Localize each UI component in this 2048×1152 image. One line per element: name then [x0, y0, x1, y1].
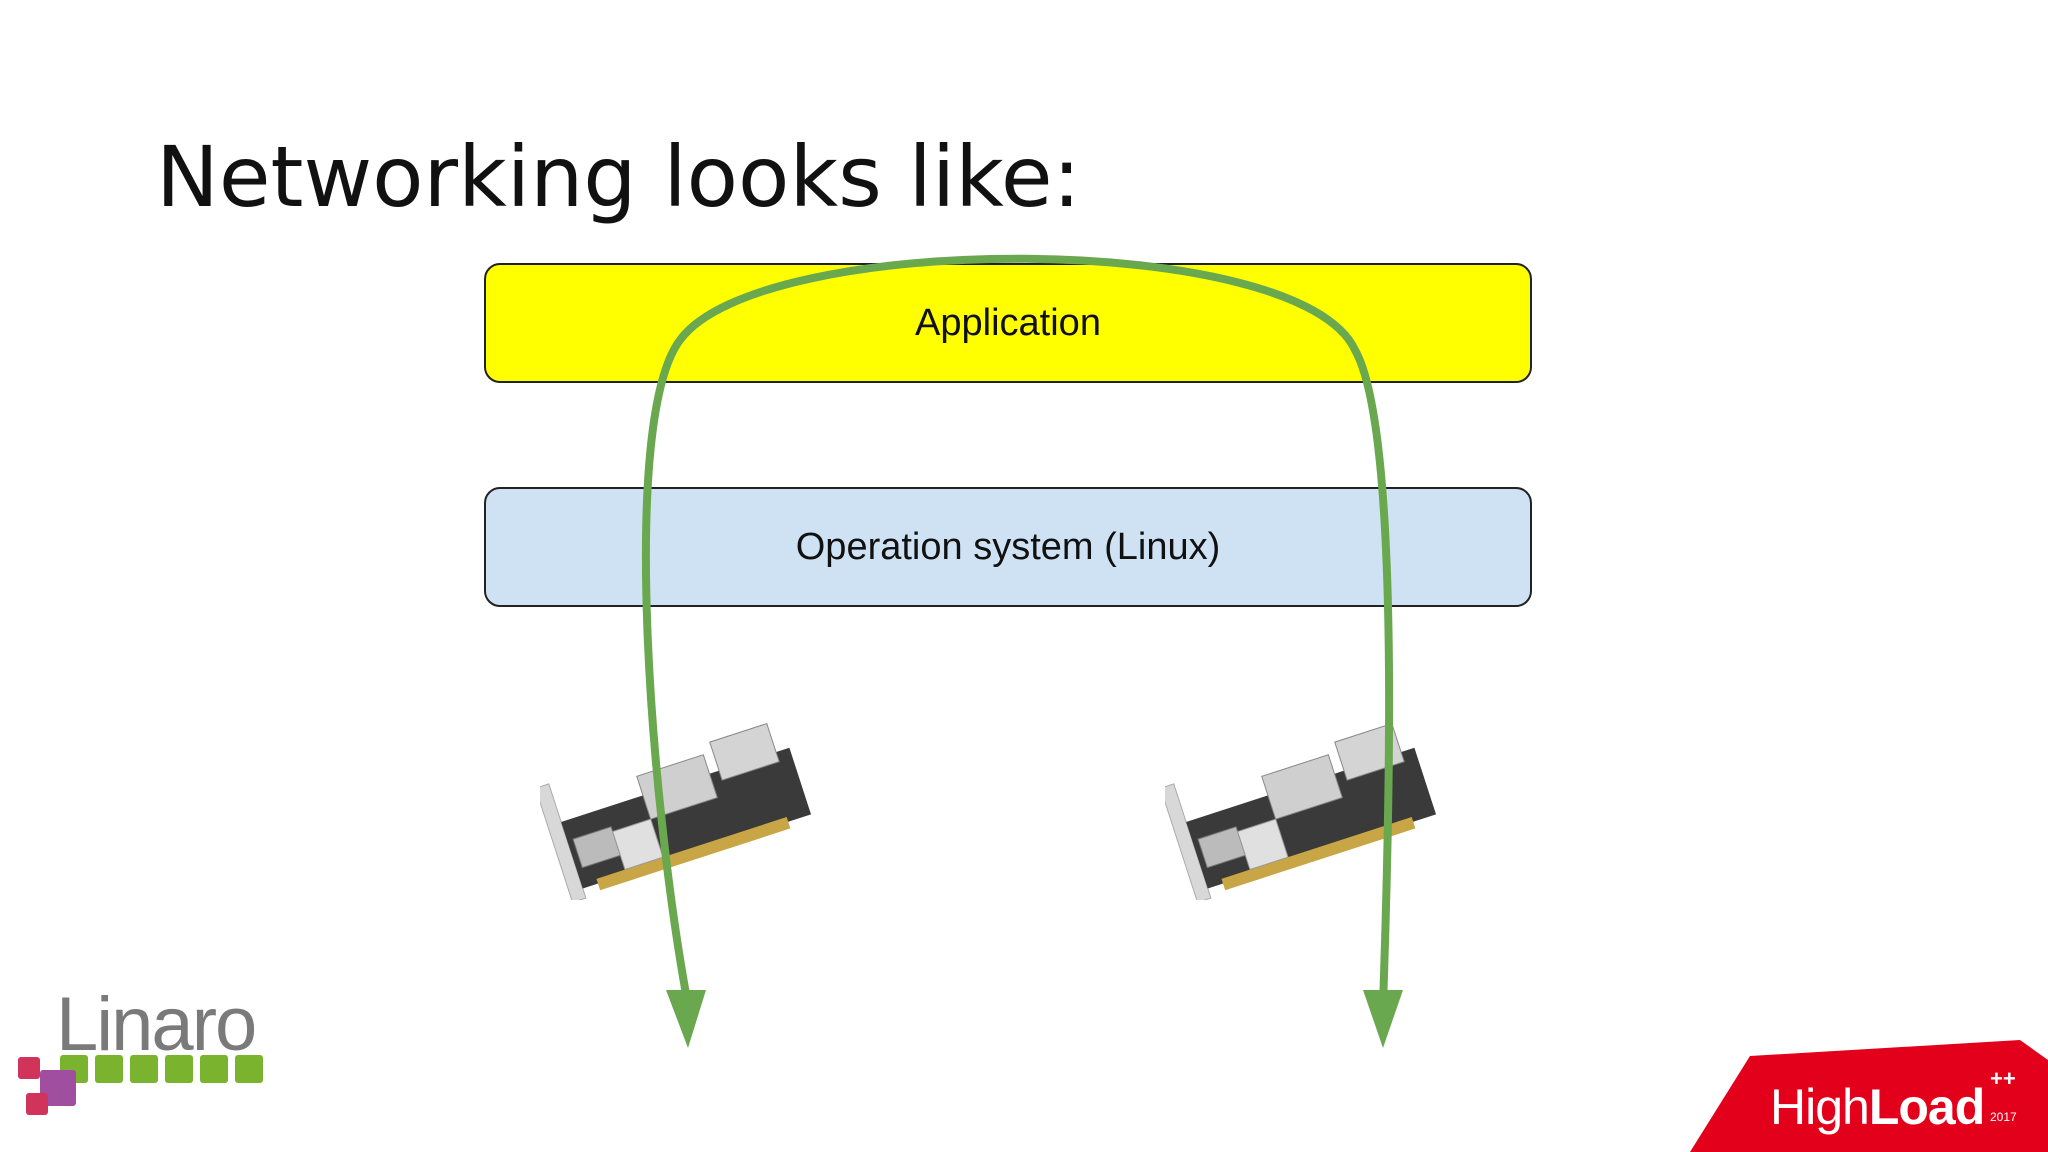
- highload-text-bold: Load: [1868, 1079, 1985, 1135]
- linaro-logo-text: Linaro: [56, 982, 257, 1067]
- os-label: Operation system (Linux): [795, 525, 1221, 568]
- linaro-logo: Linaro: [10, 982, 280, 1115]
- slide-title: Networking looks like:: [156, 128, 1081, 226]
- arrow-head-right: [1363, 990, 1403, 1048]
- application-layer: Application: [484, 263, 1532, 383]
- os-layer: Operation system (Linux): [484, 487, 1532, 607]
- network-card-icon: [1165, 722, 1437, 900]
- highload-sup: ++: [1990, 1066, 2016, 1091]
- application-label: Application: [915, 301, 1101, 344]
- linaro-mark-icon: [18, 1055, 263, 1115]
- highload-year: 2017: [1990, 1110, 2017, 1124]
- arrow-head-left: [666, 990, 706, 1048]
- highload-logo-text: HighLoad: [1770, 1078, 1985, 1136]
- highload-badge-icon: [1690, 1040, 2048, 1152]
- highload-logo: HighLoad ++ 2017: [1690, 1040, 2048, 1152]
- network-card-icon: [540, 722, 812, 900]
- highload-text-light: High: [1770, 1079, 1870, 1135]
